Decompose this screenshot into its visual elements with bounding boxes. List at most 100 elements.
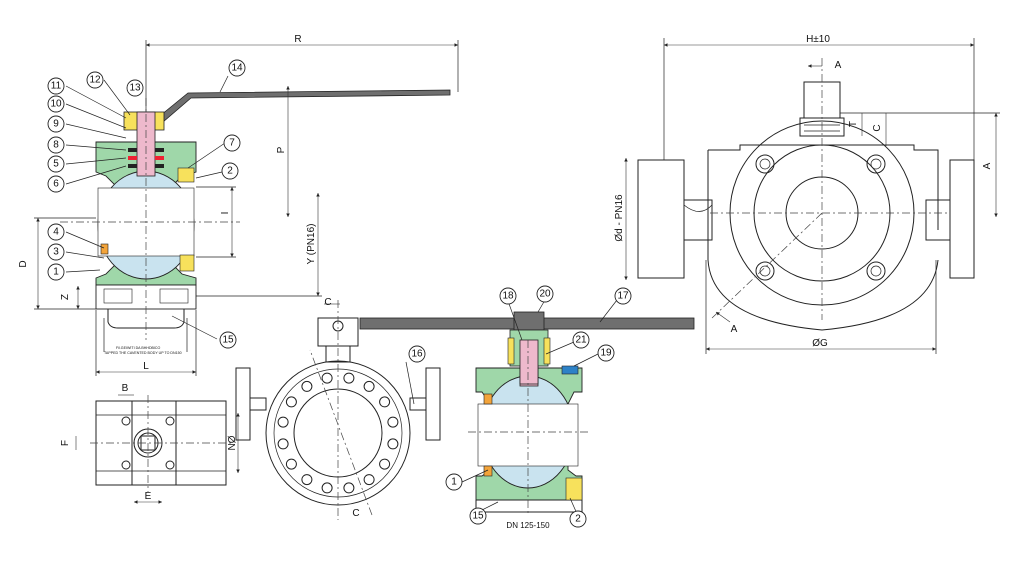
bolt-hole — [301, 380, 313, 392]
bolt-hole — [321, 482, 333, 494]
dim-Y: Y (PN16) — [306, 224, 317, 265]
callout-13: 13 — [126, 79, 144, 97]
svg-text:21: 21 — [575, 335, 587, 346]
callout-d2: 2 — [569, 510, 587, 528]
bolt-hole — [343, 482, 355, 494]
front-flange-view: C C — [235, 297, 441, 520]
callout-8: 8 — [47, 136, 65, 154]
bolt-hole — [285, 396, 297, 408]
callout-4: 4 — [47, 223, 65, 241]
svg-text:6: 6 — [53, 179, 59, 190]
dim-L: L — [143, 361, 149, 372]
svg-text:19: 19 — [600, 348, 612, 359]
callout-1: 1 — [47, 263, 65, 281]
section-C-bottom: C — [352, 508, 359, 519]
callout-12: 12 — [86, 71, 104, 89]
dim-N: ØN — [225, 436, 236, 451]
insert-right-top — [177, 167, 195, 183]
bolt-hole — [301, 474, 313, 486]
svg-text:18: 18 — [502, 291, 514, 302]
dim-C-end: C — [872, 124, 883, 131]
dim-Od: Ød - PN16 — [614, 194, 625, 242]
svg-text:7: 7 — [229, 138, 235, 149]
callout-15: 15 — [219, 331, 237, 349]
dim-Z: Z — [60, 294, 71, 300]
callout-d1: 1 — [445, 473, 463, 491]
dim-P: P — [276, 146, 287, 153]
callout-7: 7 — [223, 134, 241, 152]
dim-H: H±10 — [806, 34, 830, 45]
dim-A: A — [982, 162, 993, 169]
section-A-top: A — [835, 60, 842, 71]
callout-21: 21 — [572, 331, 590, 349]
bolt-hole — [277, 416, 289, 428]
dim-D: D — [18, 260, 29, 267]
dim-T: T — [848, 121, 859, 127]
dim-F: F — [60, 440, 71, 446]
end-bolt-holes — [755, 154, 886, 281]
svg-text:1: 1 — [53, 267, 59, 278]
svg-text:4: 4 — [53, 227, 59, 238]
dim-R: R — [294, 34, 301, 45]
svg-text:13: 13 — [129, 83, 141, 94]
bottom-mounting-view: B F E ØN — [60, 383, 240, 504]
svg-text:3: 3 — [53, 247, 59, 258]
front-bolt-holes — [277, 372, 399, 494]
dn-range-label: DN 125-150 — [506, 521, 550, 530]
svg-text:17: 17 — [617, 291, 629, 302]
section-A-bottom: A — [731, 324, 738, 335]
svg-text:5: 5 — [53, 159, 59, 170]
callout-20: 20 — [536, 285, 554, 303]
callout-19: 19 — [597, 344, 615, 362]
callout-5: 5 — [47, 155, 65, 173]
svg-text:10: 10 — [50, 99, 62, 110]
note-tapped-it: Fil.GEIWITI DA BHHDBICO — [116, 346, 161, 350]
section-C-top: C — [324, 297, 331, 308]
bolt-hole — [321, 372, 333, 384]
callout-17: 17 — [614, 287, 632, 305]
svg-text:9: 9 — [53, 119, 59, 130]
side-section-view: R P I Y (PN16) D Z L Fil.GEIWITI DA BHHD… — [18, 34, 459, 376]
callout-3: 3 — [47, 243, 65, 261]
svg-text:2: 2 — [575, 514, 581, 525]
svg-text:16: 16 — [411, 349, 423, 360]
svg-text:20: 20 — [539, 289, 551, 300]
bolt-hole — [387, 416, 399, 428]
callout-2: 2 — [221, 162, 239, 180]
callout-16: 16 — [408, 345, 426, 363]
callout-18: 18 — [499, 287, 517, 305]
lever-handle — [149, 89, 451, 129]
callout-6: 6 — [47, 175, 65, 193]
dn125-section-view: DN 125-150 — [359, 299, 695, 530]
callout-10: 10 — [47, 95, 65, 113]
dim-E: E — [145, 491, 152, 502]
callouts: 11 12 13 14 10 9 8 5 6 7 2 4 3 1 15 16 1… — [47, 59, 632, 528]
bolt-hole — [285, 458, 297, 470]
end-view: H±10 A A A T C Ød - PN16 ØG — [614, 34, 1000, 354]
svg-text:1: 1 — [451, 477, 457, 488]
dim-G: ØG — [812, 338, 828, 349]
callout-11: 11 — [47, 77, 65, 95]
svg-text:8: 8 — [53, 140, 59, 151]
callout-d15: 15 — [469, 507, 487, 525]
svg-text:15: 15 — [222, 335, 234, 346]
seat-right — [179, 254, 195, 272]
bolt-hole — [363, 380, 375, 392]
callout-9: 9 — [47, 115, 65, 133]
bolt-hole — [363, 474, 375, 486]
svg-text:12: 12 — [89, 75, 101, 86]
dim-B: B — [122, 383, 129, 394]
bolt-hole — [379, 458, 391, 470]
callout-14: 14 — [228, 59, 246, 77]
svg-text:15: 15 — [472, 511, 484, 522]
seat-left — [100, 243, 109, 255]
bolt-hole — [387, 438, 399, 450]
svg-text:2: 2 — [227, 166, 233, 177]
note-tapped-en: TAPPED THE CAVENTED BODY UP TO DN150 — [104, 351, 182, 355]
svg-text:14: 14 — [231, 63, 243, 74]
dim-I: I — [220, 212, 231, 215]
packing-stack — [128, 148, 164, 168]
bolt-hole — [379, 396, 391, 408]
